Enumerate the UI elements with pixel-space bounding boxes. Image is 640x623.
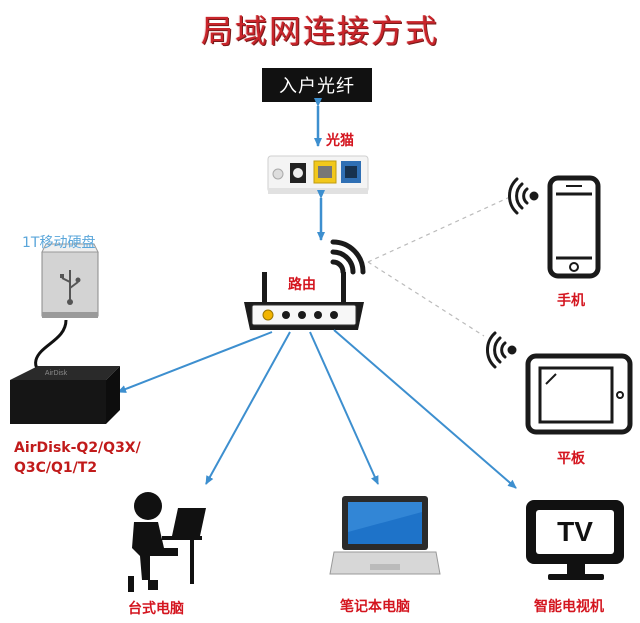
disk-cable: [34, 319, 68, 374]
router-device: [244, 272, 364, 330]
usb-disk-icon: [41, 243, 99, 318]
phone-wifi-icon: [507, 177, 539, 215]
router-laptop-link: [309, 331, 379, 485]
router-label: 路由: [288, 277, 316, 293]
airdisk-device: AirDisk: [10, 366, 120, 424]
laptop-icon: [329, 496, 441, 575]
airdisk-brand-mark: AirDisk: [45, 370, 68, 377]
airdisk-label: AirDisk-Q2/Q3X/ Q3C/Q1/T2: [14, 438, 141, 478]
disk-label: 1T移动硬盘: [22, 235, 96, 251]
page-title: 局域网连接方式: [200, 12, 439, 50]
desktop-user-icon: [128, 492, 206, 592]
laptop-label: 笔记本电脑: [340, 599, 410, 615]
modem-device: [267, 155, 369, 194]
tablet-wifi-icon: [485, 331, 517, 369]
tv-icon: TV: [526, 500, 624, 580]
tv-label: 智能电视机: [534, 599, 604, 615]
airdisk-label-line2: Q3C/Q1/T2: [14, 460, 98, 476]
wifi-dashed-links: [367, 195, 513, 337]
router-airdisk-link: [117, 331, 273, 393]
fiber-label: 入户光纤: [279, 76, 355, 97]
tv-screen-text: TV: [557, 516, 593, 547]
desktop-label: 台式电脑: [128, 601, 184, 617]
modem-label: 光猫: [326, 133, 354, 149]
fiber-input-box: 入户光纤: [262, 68, 372, 102]
phone-icon: [547, 175, 601, 279]
tablet-label: 平板: [557, 451, 585, 467]
router-desktop-link: [205, 331, 291, 485]
router-tv-link: [333, 329, 517, 489]
router-wifi-icon: [330, 239, 366, 275]
tablet-icon: [525, 353, 633, 435]
airdisk-label-line1: AirDisk-Q2/Q3X/: [14, 440, 141, 456]
phone-label: 手机: [557, 293, 585, 309]
